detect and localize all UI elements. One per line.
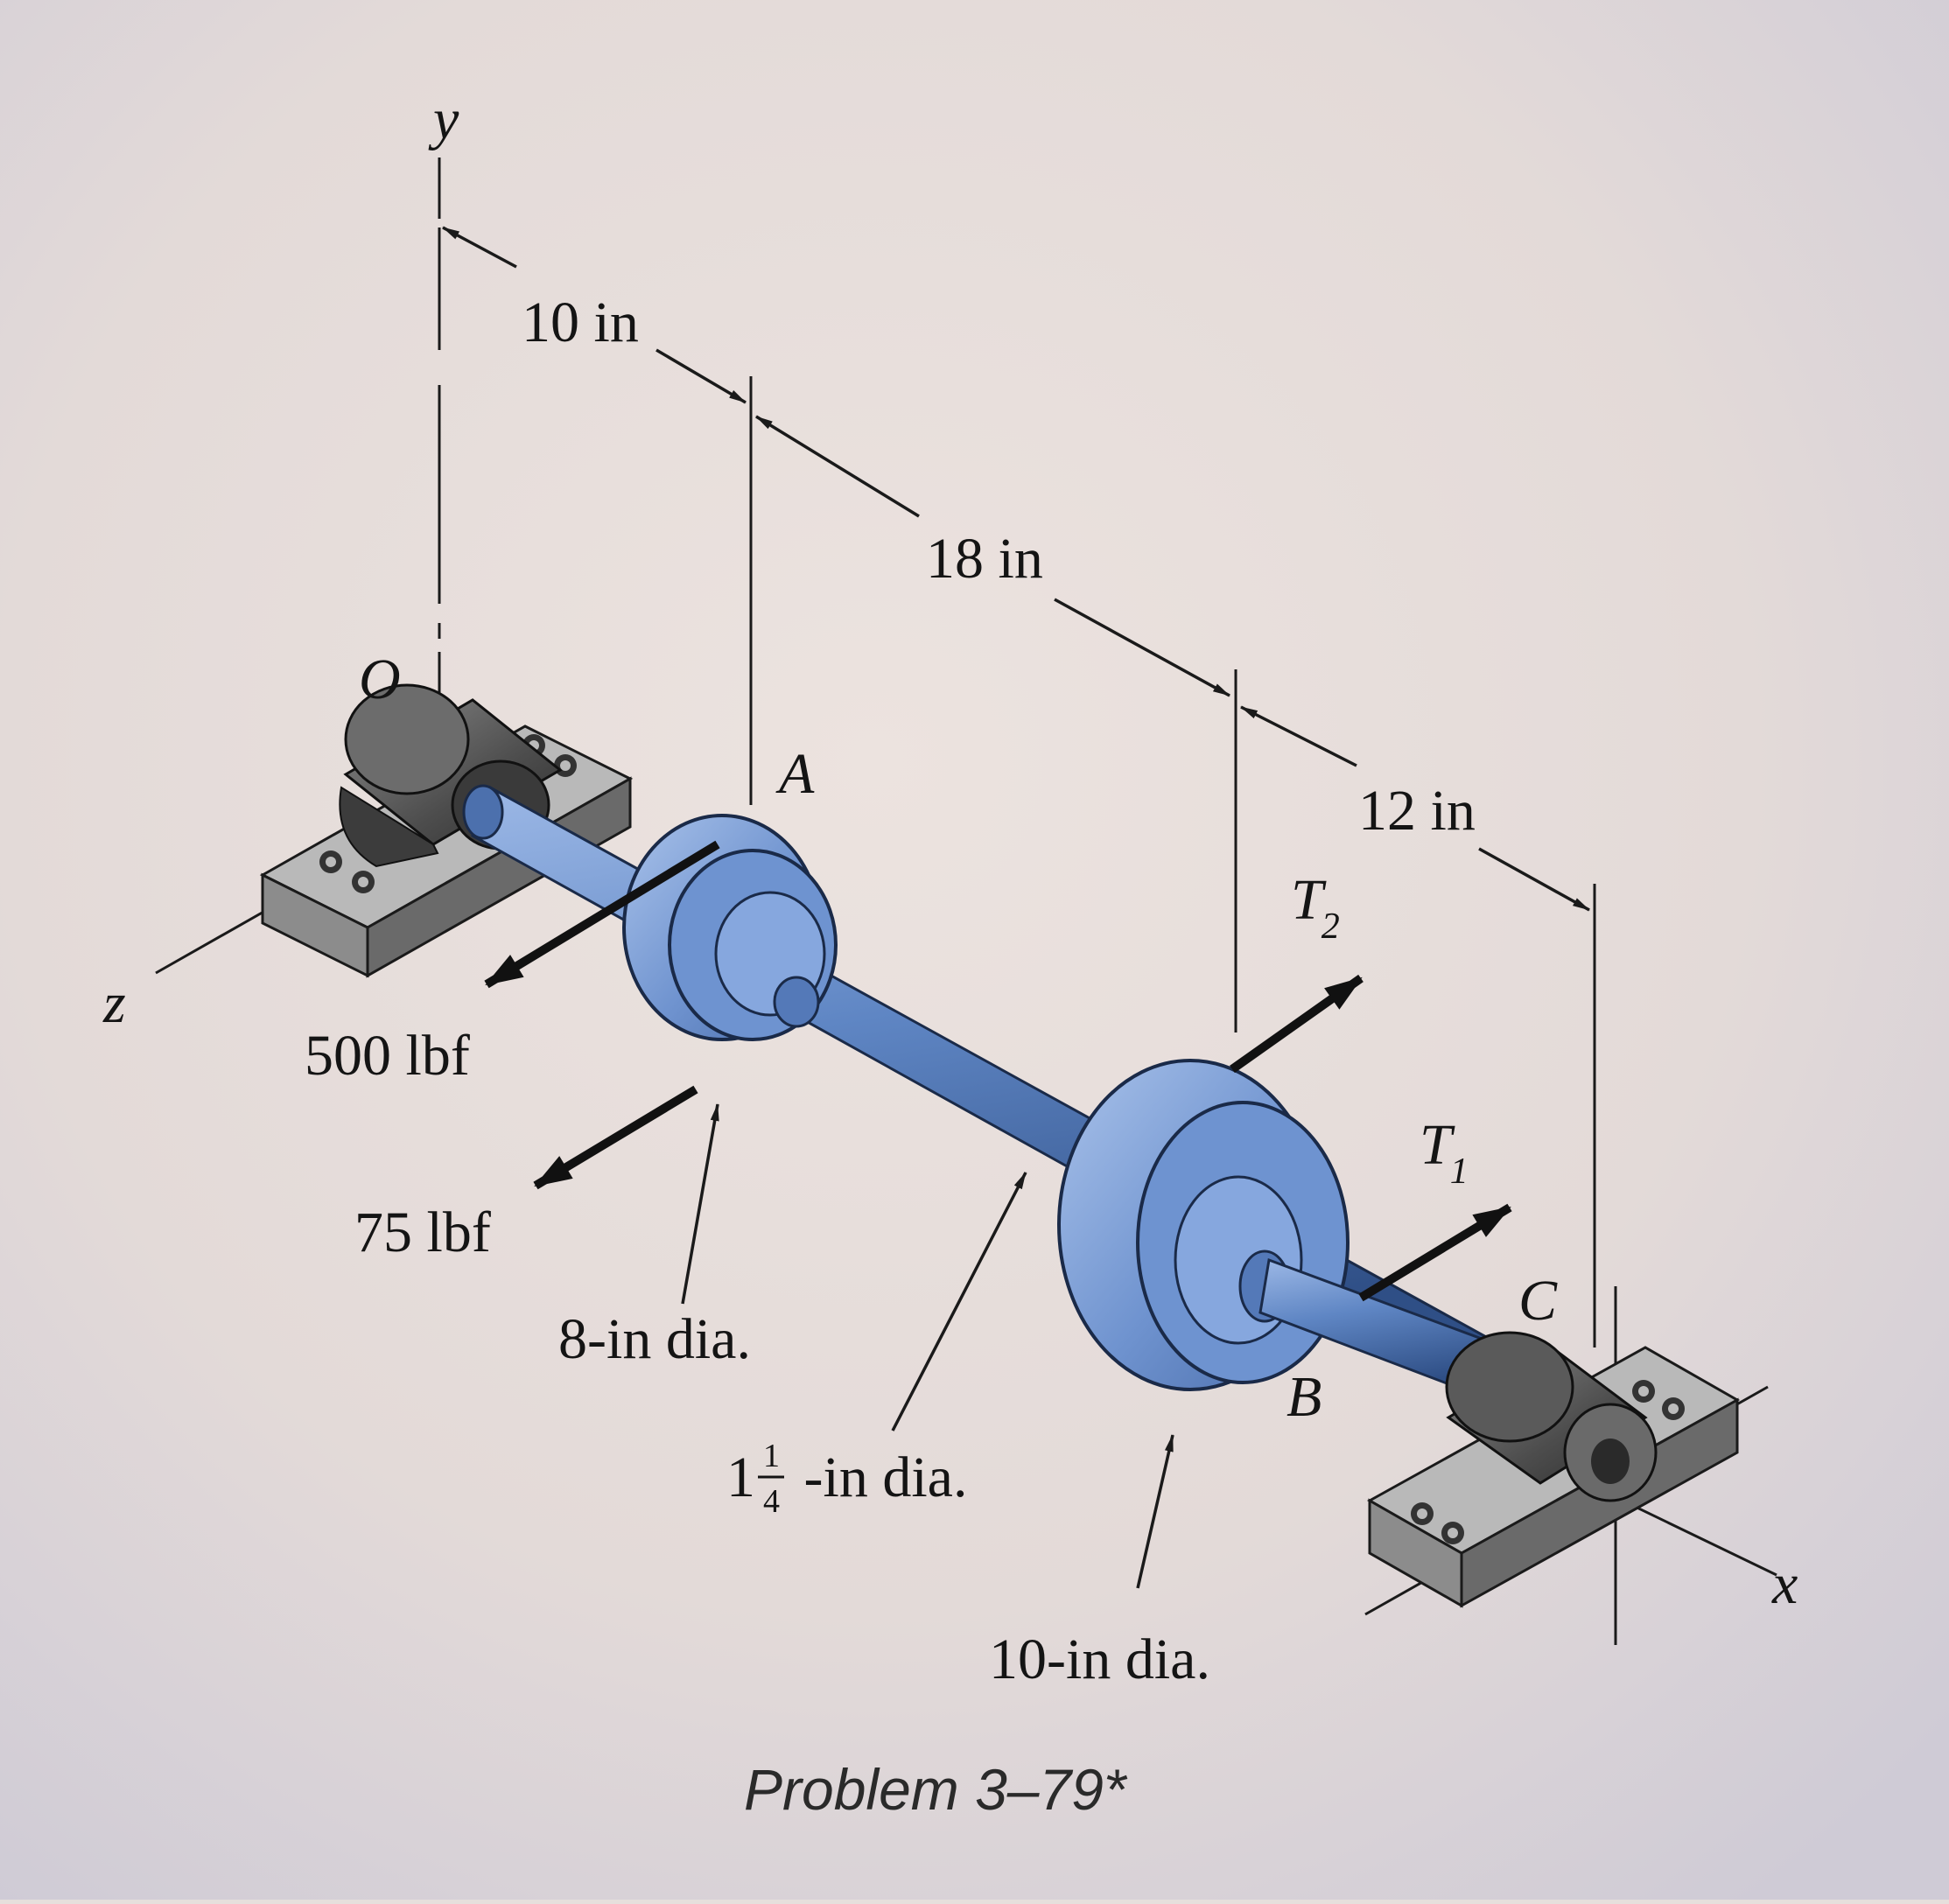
shaft-dia-numerator: 1	[763, 1438, 780, 1474]
tension-t1-sub: 1	[1450, 1152, 1469, 1192]
force-75-label: 75 lbf	[354, 1200, 491, 1264]
dimension-lines	[442, 226, 1590, 912]
axis-y-label: y	[428, 88, 459, 151]
dim-10in-label: 10 in	[522, 290, 639, 354]
pulley-b	[1057, 1059, 1508, 1397]
tension-t1-label: T1	[1420, 1113, 1469, 1192]
tension-t2-sub: 2	[1322, 906, 1340, 947]
force-500-label: 500 lbf	[305, 1024, 470, 1088]
point-a-label: A	[775, 742, 815, 806]
shaft-dia-denominator: 4	[763, 1483, 780, 1520]
shaft-dia-rest: -in dia.	[789, 1446, 967, 1509]
pulley-b-dia-label: 10-in dia.	[989, 1628, 1210, 1691]
axis-x-label: x	[1771, 1552, 1798, 1616]
shaft-dia-label: 1 1 4 -in dia.	[726, 1438, 967, 1520]
leader-arrows	[681, 1103, 1174, 1589]
force-arrows	[484, 840, 1512, 1302]
origin-label: O	[359, 648, 401, 711]
dim-12in-label: 12 in	[1358, 779, 1476, 843]
shaft-dia-whole: 1	[726, 1446, 755, 1509]
tension-t1-main: T	[1420, 1113, 1455, 1177]
point-b-label: B	[1286, 1365, 1322, 1429]
tension-t2-main: T	[1291, 868, 1327, 932]
tension-t2-label: T2	[1291, 868, 1340, 947]
problem-caption: Problem 3–79*	[744, 1757, 1128, 1822]
pulley-a	[622, 814, 838, 1041]
axis-z-label: z	[102, 971, 126, 1035]
point-c-label: C	[1518, 1269, 1558, 1333]
bearing-c	[1366, 1331, 1741, 1608]
pulley-a-dia-label: 8-in dia.	[558, 1307, 751, 1371]
dim-18in-label: 18 in	[926, 527, 1043, 591]
